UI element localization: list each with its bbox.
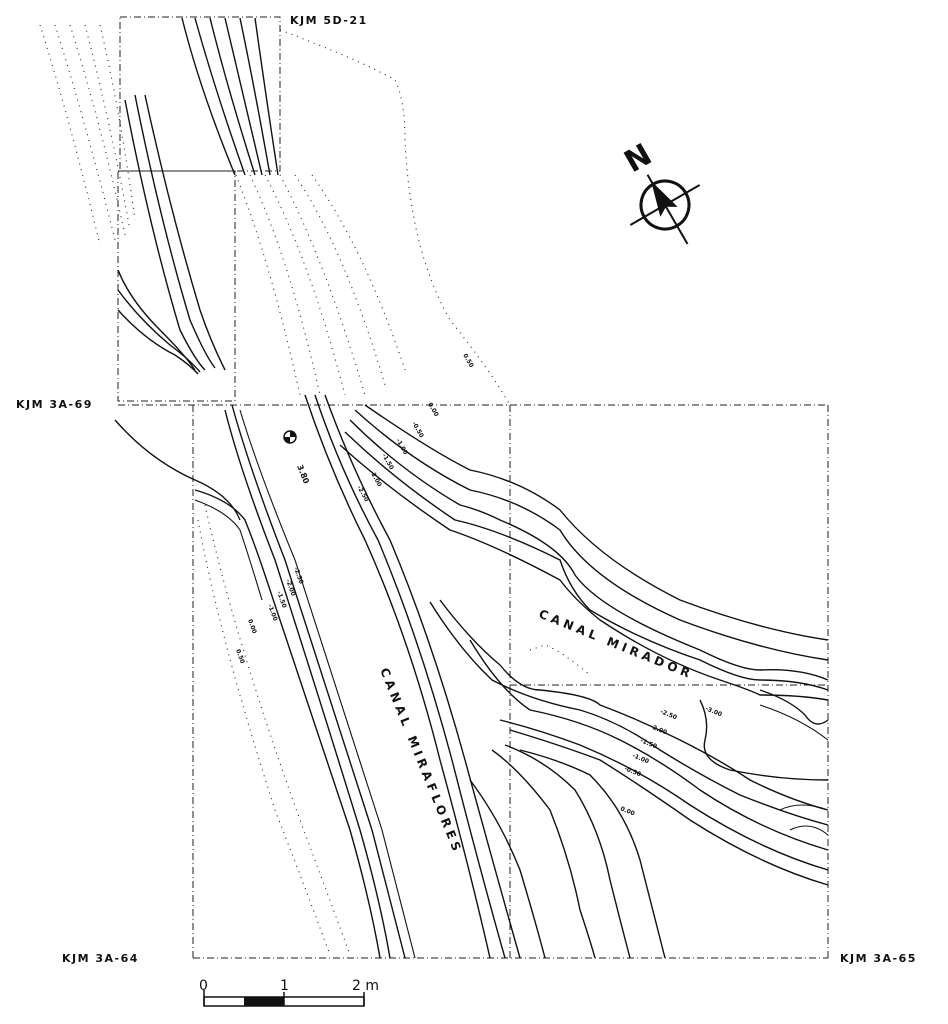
scale-bar: 0 1 2 m bbox=[199, 978, 379, 1007]
scale-tick-2: 2 m bbox=[352, 978, 379, 994]
elevation-labels-mirador-south: -2.50 -2.00 -1.50 -1.00 -0.50 0.00 -3.00 bbox=[619, 705, 723, 817]
elev-label: -2.00 bbox=[368, 470, 383, 488]
contours-upper-channel bbox=[117, 17, 279, 375]
elev-label: -3.00 bbox=[704, 705, 723, 718]
elev-label: -1.00 bbox=[266, 603, 278, 622]
grid-label-left-mid: KJM 3A-69 bbox=[16, 398, 93, 411]
canal-mirador-contours bbox=[339, 404, 829, 959]
scale-tick-0: 0 bbox=[199, 978, 208, 994]
datum-value: 3.80 bbox=[295, 463, 311, 485]
elev-label: -2.50 bbox=[292, 566, 304, 585]
elev-label: 0.00 bbox=[426, 402, 439, 418]
elevation-labels-upper-right: 0.50 0.00 -0.50 -1.00 -1.50 -2.00 -2.50 bbox=[355, 353, 474, 503]
elevation-labels-left-bank: -2.50 -2.00 -1.50 -1.00 0.00 0.50 bbox=[234, 566, 304, 664]
grid-label-top: KJM 5D-21 bbox=[290, 14, 368, 27]
elev-label: 0.50 bbox=[234, 648, 246, 664]
canal-mirador-label: CANAL MIRADOR bbox=[537, 607, 696, 682]
elev-label: -2.50 bbox=[659, 708, 678, 721]
elev-label: 0.00 bbox=[246, 618, 258, 634]
datum-marker: 3.80 bbox=[283, 430, 311, 485]
excavation-grid bbox=[117, 16, 829, 959]
north-label: N bbox=[619, 137, 658, 180]
canal-miraflores-banks bbox=[114, 394, 521, 959]
elev-label: -1.50 bbox=[380, 453, 395, 471]
scale-tick-1: 1 bbox=[280, 978, 289, 994]
elev-label: -1.50 bbox=[639, 737, 658, 750]
elev-label: -2.00 bbox=[649, 723, 668, 736]
north-arrow-icon: N bbox=[619, 137, 701, 245]
elev-label: 0.50 bbox=[461, 353, 474, 369]
projected-contours-nw bbox=[39, 24, 591, 956]
elev-label: -1.00 bbox=[394, 438, 409, 456]
grid-labels: KJM 5D-21 KJM 3A-69 KJM 3A-64 KJM 3A-65 bbox=[16, 14, 917, 965]
grid-label-bottom-right: KJM 3A-65 bbox=[840, 952, 917, 965]
grid-label-bottom-left: KJM 3A-64 bbox=[62, 952, 139, 965]
